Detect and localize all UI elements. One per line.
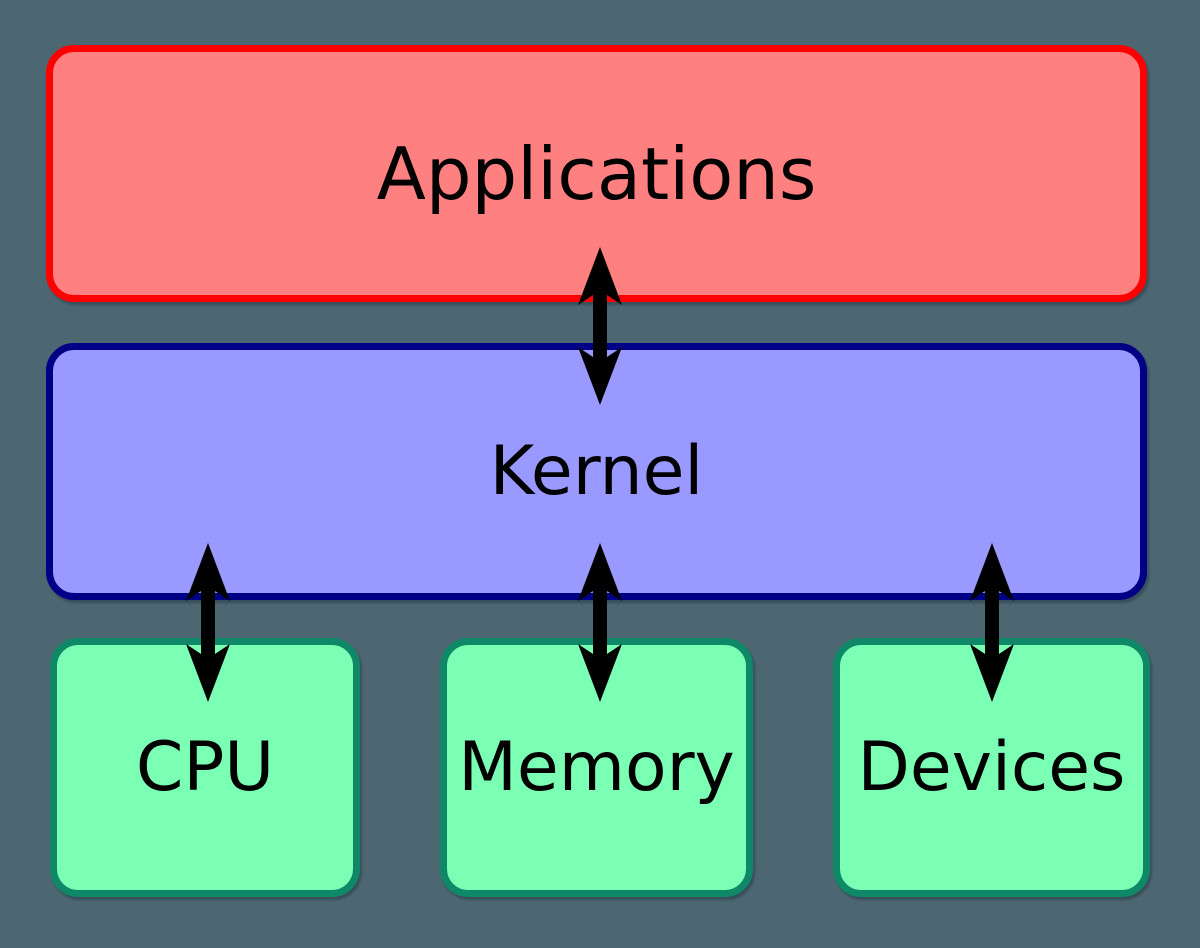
kernel-label: Kernel xyxy=(489,431,704,511)
double-arrow-shape xyxy=(186,543,230,702)
double-arrow-shape xyxy=(578,543,622,702)
memory-label: Memory xyxy=(458,727,735,807)
double-arrow-shape xyxy=(970,543,1014,702)
cpu-label: CPU xyxy=(135,727,275,807)
double-arrow-shape xyxy=(578,247,622,405)
applications-label: Applications xyxy=(376,131,817,216)
kernel-cpu-arrow-icon xyxy=(186,543,230,702)
applications-kernel-arrow-icon xyxy=(578,247,622,405)
devices-label: Devices xyxy=(857,727,1126,807)
kernel-memory-arrow-icon xyxy=(578,543,622,702)
kernel-devices-arrow-icon xyxy=(970,543,1014,702)
